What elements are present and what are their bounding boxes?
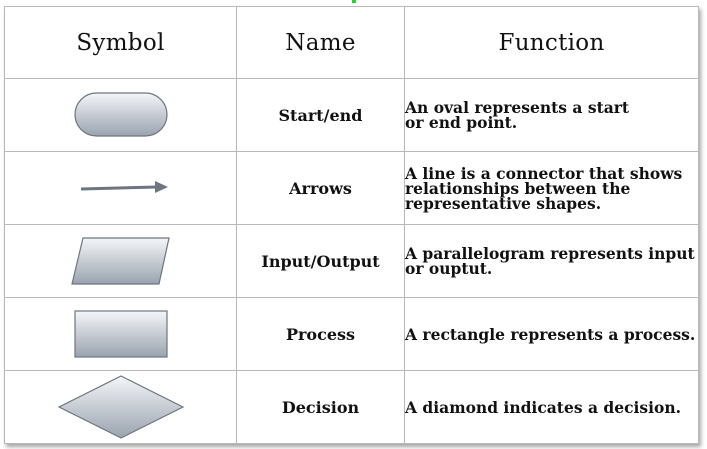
function-cell: A line is a connector that shows relatio… xyxy=(404,151,699,225)
name-cell: Decision xyxy=(236,370,405,444)
header-function: Function xyxy=(404,6,699,79)
function-text: A parallelogram represents input or oupt… xyxy=(405,244,695,278)
name-cell: Start/end xyxy=(236,78,405,152)
function-text: A diamond indicates a decision. xyxy=(405,397,682,417)
header-row: Symbol Name Function xyxy=(4,6,699,79)
name-cell: Input/Output xyxy=(236,224,405,298)
accent-mark xyxy=(352,0,356,3)
symbol-cell xyxy=(4,78,237,152)
table-row: Start/end An oval represents a start or … xyxy=(4,78,699,152)
name-cell: Process xyxy=(236,297,405,371)
arrow-icon xyxy=(80,181,168,193)
symbol-cell xyxy=(4,370,237,444)
header-symbol: Symbol xyxy=(4,6,237,79)
function-text: A rectangle represents a process. xyxy=(405,324,696,344)
table-row: Arrows A line is a connector that shows … xyxy=(4,151,699,225)
function-cell: A diamond indicates a decision. xyxy=(404,370,699,444)
flowchart-symbols-table: Symbol Name Function xyxy=(4,6,699,444)
function-cell: An oval represents a start or end point. xyxy=(404,78,699,152)
table-row: Process A rectangle represents a process… xyxy=(4,297,699,371)
symbol-cell xyxy=(4,224,237,298)
rectangle-icon xyxy=(73,310,168,358)
oval-icon xyxy=(73,92,168,137)
diamond-icon xyxy=(57,375,184,439)
parallelogram-icon xyxy=(70,237,170,285)
table-row: Input/Output A parallelogram represents … xyxy=(4,224,699,298)
function-text: An oval represents a start or end point. xyxy=(405,98,630,132)
function-cell: A parallelogram represents input or oupt… xyxy=(404,224,699,298)
symbol-cell xyxy=(4,297,237,371)
name-cell: Arrows xyxy=(236,151,405,225)
table-row: Decision A diamond indicates a decision. xyxy=(4,370,699,444)
function-text: A line is a connector that shows relatio… xyxy=(405,163,683,213)
symbol-cell xyxy=(4,151,237,225)
header-name: Name xyxy=(236,6,405,79)
function-cell: A rectangle represents a process. xyxy=(404,297,699,371)
